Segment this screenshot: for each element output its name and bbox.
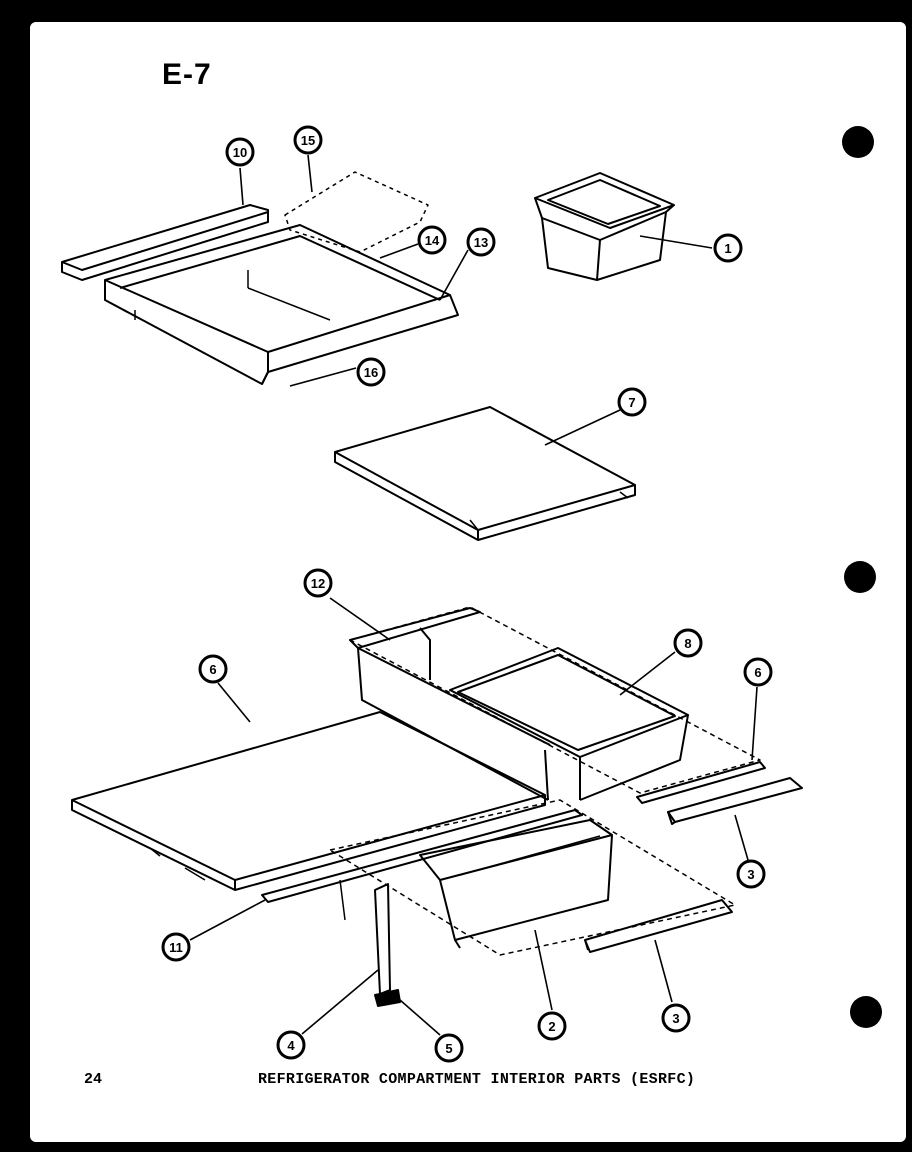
callout-c3a: 3	[736, 859, 766, 889]
callout-label: 5	[445, 1041, 452, 1056]
callout-c14: 14	[417, 225, 447, 255]
callout-circle	[736, 859, 766, 889]
callout-circle	[537, 1011, 567, 1041]
upper-shelf-assembly	[61, 171, 459, 385]
punch-hole-middle	[844, 561, 876, 593]
callout-circle	[661, 1003, 691, 1033]
dairy-bin	[534, 172, 675, 281]
crisper-cover-and-drawer	[349, 606, 761, 801]
punch-hole-bottom	[850, 996, 882, 1028]
callout-c6b: 6	[743, 657, 773, 687]
callout-c12: 12	[303, 568, 333, 598]
callout-c2: 2	[537, 1011, 567, 1041]
callout-c15: 15	[293, 125, 323, 155]
callout-circle	[617, 387, 647, 417]
callout-circle	[303, 568, 333, 598]
diagram-id-label: E-7	[162, 58, 212, 91]
callout-c8: 8	[673, 628, 703, 658]
callout-c1: 1	[713, 233, 743, 263]
callout-label: 10	[233, 145, 247, 160]
diagram-caption: REFRIGERATOR COMPARTMENT INTERIOR PARTS …	[258, 1071, 696, 1088]
callout-label: 12	[311, 576, 325, 591]
callout-label: 2	[548, 1019, 555, 1034]
callout-circle	[743, 657, 773, 687]
callout-label: 4	[287, 1038, 295, 1053]
callout-label: 13	[474, 235, 488, 250]
lower-crisper-drawer	[261, 799, 736, 956]
support-leg	[374, 883, 401, 1007]
callouts: 10 15 14 13 16 1 7 12 8 6 6 3 11 2 3 4 5	[161, 125, 773, 1063]
callout-label: 6	[754, 665, 761, 680]
callout-circle	[276, 1030, 306, 1060]
callout-c10: 10	[225, 137, 255, 167]
callout-c5: 5	[434, 1033, 464, 1063]
callout-circle	[161, 932, 191, 962]
callout-c3b: 3	[661, 1003, 691, 1033]
side-rails	[584, 761, 803, 953]
callout-label: 7	[628, 395, 635, 410]
callout-label: 6	[209, 662, 216, 677]
callout-circle	[225, 137, 255, 167]
callout-label: 3	[747, 867, 754, 882]
callout-c7: 7	[617, 387, 647, 417]
callout-label: 15	[301, 133, 315, 148]
leader-lines	[189, 154, 758, 1036]
callout-label: 16	[364, 365, 378, 380]
callout-circle	[198, 654, 228, 684]
punch-hole-top	[842, 126, 874, 158]
callout-label: 14	[425, 233, 440, 248]
callout-label: 3	[672, 1011, 679, 1026]
callout-c4: 4	[276, 1030, 306, 1060]
callout-circle	[356, 357, 386, 387]
callout-circle	[293, 125, 323, 155]
callout-circle	[713, 233, 743, 263]
callout-c16: 16	[356, 357, 386, 387]
large-glass-shelf	[71, 711, 546, 891]
page-number: 24	[84, 1071, 103, 1088]
callout-circle	[417, 225, 447, 255]
callout-circle	[466, 227, 496, 257]
callout-c13: 13	[466, 227, 496, 257]
callout-c6a: 6	[198, 654, 228, 684]
callout-circle	[673, 628, 703, 658]
callout-circle	[434, 1033, 464, 1063]
glass-shelf	[334, 406, 636, 541]
callout-label: 11	[169, 940, 183, 955]
callout-label: 8	[684, 636, 691, 651]
callout-c11: 11	[161, 932, 191, 962]
callout-label: 1	[724, 241, 731, 256]
